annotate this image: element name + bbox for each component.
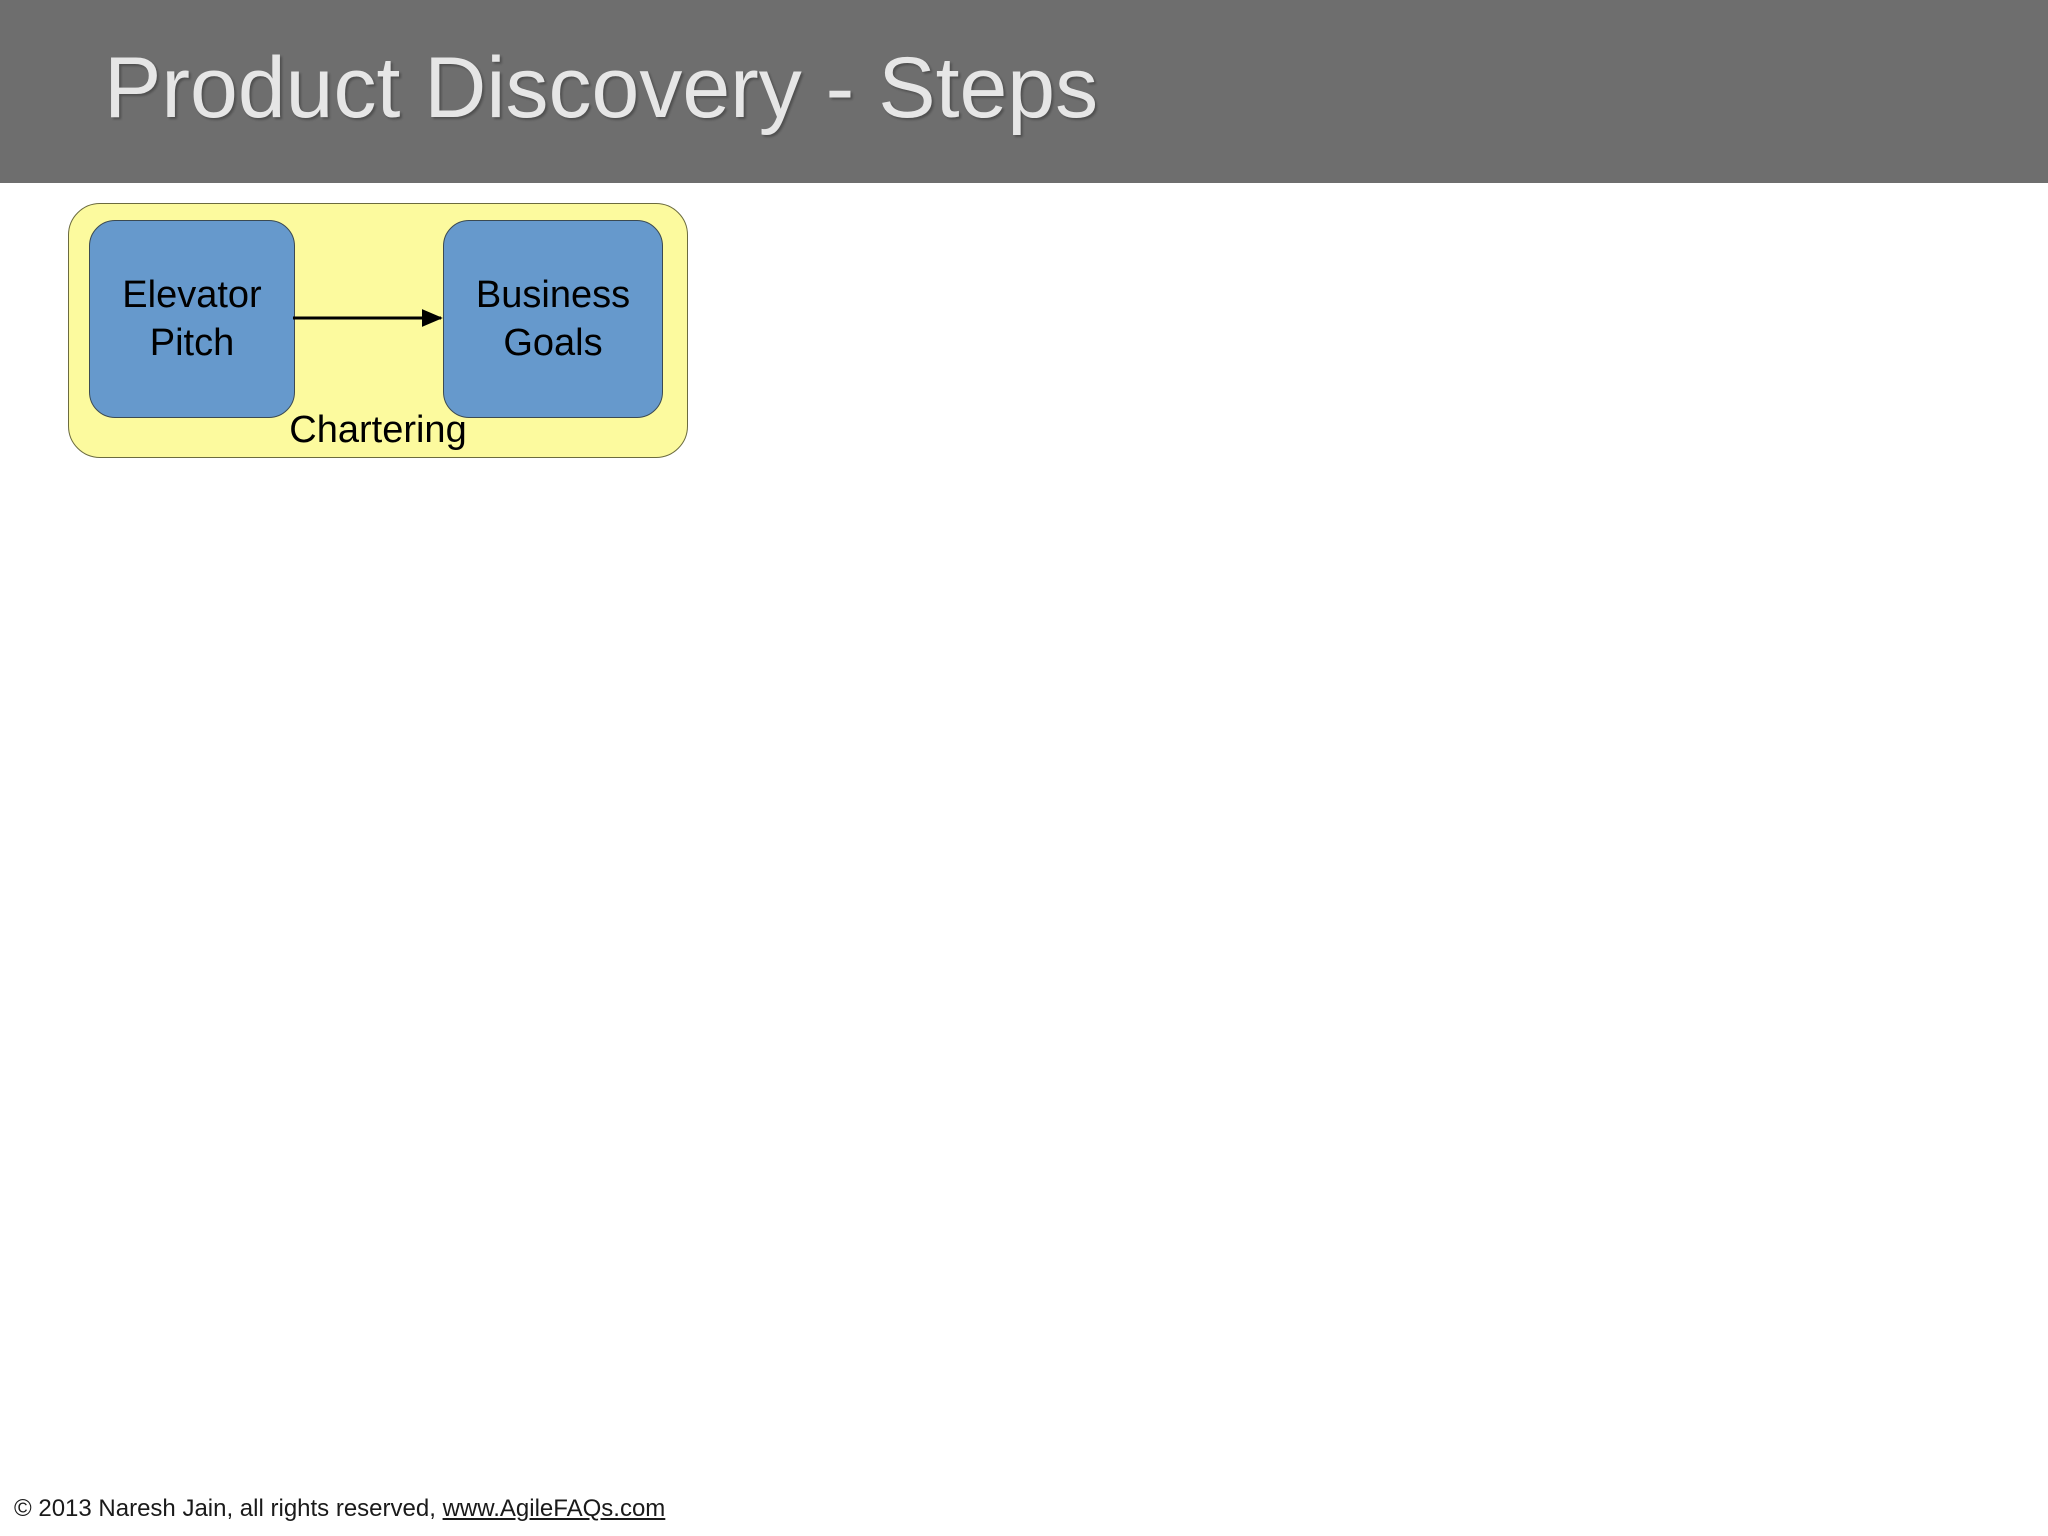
copyright-footer: © 2013 Naresh Jain, all rights reserved,… [14, 1494, 665, 1524]
diagram-node-label-line1: Elevator [122, 274, 262, 316]
diagram-node-label-line2: Goals [503, 322, 603, 364]
diagram-group-label-chartering: Chartering [289, 409, 467, 451]
arrow-right-icon [293, 309, 443, 327]
copyright-text: © 2013 Naresh Jain, all rights reserved, [14, 1495, 443, 1522]
diagram-node-business-goals[interactable]: Business Goals [443, 220, 663, 418]
diagram-node-elevator-pitch[interactable]: Elevator Pitch [89, 220, 295, 418]
slide-header-bar: Product Discovery - Steps [0, 0, 2048, 183]
diagram-node-label-line2: Pitch [149, 322, 235, 364]
agilefaqs-link[interactable]: www.AgileFAQs.com [442, 1495, 666, 1522]
page-title: Product Discovery - Steps [104, 40, 1099, 136]
diagram-node-label-line1: Business [475, 274, 631, 316]
